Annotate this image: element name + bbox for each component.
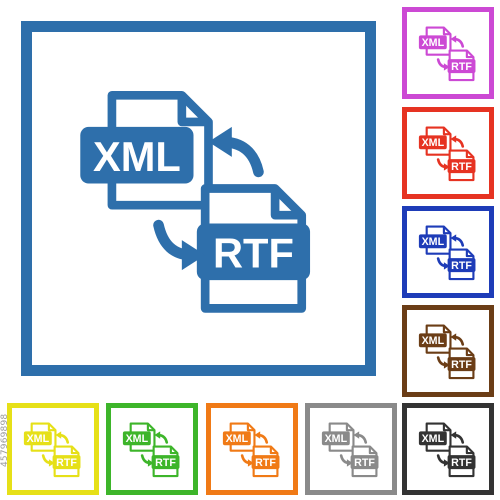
xml-file-label: XML (126, 433, 149, 445)
xml-file-label: XML (422, 335, 445, 347)
xml-to-rtf-conversion-icon: XML RTF (80, 90, 311, 313)
convert-arrow-up-icon (450, 234, 465, 247)
rtf-file-label: RTF (354, 457, 375, 469)
convert-arrow-down-icon (436, 257, 450, 270)
xml-file-icon: XML (418, 225, 452, 255)
xml-file-icon: XML (418, 324, 452, 354)
main-icon-frame: XML RTF (21, 21, 376, 376)
rtf-file-label: RTF (213, 229, 294, 276)
rtf-file-icon: RTF (196, 184, 311, 313)
gray-variant-frame: XML RTF (305, 403, 397, 495)
watermark-image-id: 457969898 (0, 413, 10, 467)
xml-file-icon: XML (418, 126, 452, 156)
xml-file-icon: XML (23, 422, 57, 452)
xml-file-label: XML (226, 433, 249, 445)
rtf-file-icon: RTF (52, 445, 81, 478)
rtf-file-icon: RTF (447, 347, 476, 380)
xml-file-label: XML (325, 433, 348, 445)
xml-file-label: XML (93, 133, 181, 180)
yellow-variant-frame: XML RTF (7, 403, 99, 495)
rtf-file-label: RTF (255, 457, 276, 469)
rtf-file-icon: RTF (151, 445, 180, 478)
red-xml-to-rtf-icon: XML RTF (418, 126, 476, 182)
xml-file-label: XML (27, 433, 50, 445)
blue-variant-frame: XML RTF (402, 206, 494, 298)
black-xml-to-rtf-icon: XML RTF (418, 422, 476, 478)
convert-arrow-down-icon (436, 454, 450, 467)
convert-arrow-down-icon (339, 454, 353, 467)
rtf-file-icon: RTF (447, 49, 476, 82)
xml-file-icon: XML (321, 422, 355, 452)
xml-file-label: XML (422, 433, 445, 445)
convert-arrow-up-icon (208, 126, 264, 178)
green-xml-to-rtf-icon: XML RTF (122, 422, 180, 478)
gray-xml-to-rtf-icon: XML RTF (321, 422, 379, 478)
convert-arrow-down-icon (436, 58, 450, 71)
rtf-file-icon: RTF (350, 445, 379, 478)
convert-arrow-up-icon (154, 431, 169, 444)
xml-file-label: XML (422, 137, 445, 149)
xml-file-icon: XML (418, 26, 452, 56)
convert-arrow-down-icon (436, 158, 450, 171)
xml-file-icon: XML (418, 422, 452, 452)
rtf-file-icon: RTF (251, 445, 280, 478)
xml-file-icon: XML (80, 90, 213, 210)
purple-xml-to-rtf-icon: XML RTF (418, 26, 476, 82)
convert-arrow-up-icon (55, 431, 70, 444)
xml-file-icon: XML (122, 422, 156, 452)
orange-variant-frame: XML RTF (206, 403, 298, 495)
rtf-file-icon: RTF (447, 445, 476, 478)
rtf-file-icon: RTF (447, 149, 476, 182)
blue-xml-to-rtf-icon: XML RTF (418, 225, 476, 281)
convert-arrow-up-icon (353, 431, 368, 444)
convert-arrow-up-icon (450, 135, 465, 148)
rtf-file-label: RTF (451, 61, 472, 73)
convert-arrow-up-icon (450, 35, 465, 48)
rtf-file-label: RTF (451, 359, 472, 371)
green-variant-frame: XML RTF (106, 403, 198, 495)
purple-variant-frame: XML RTF (402, 7, 494, 99)
rtf-file-label: RTF (56, 457, 77, 469)
rtf-file-label: RTF (451, 161, 472, 173)
convert-arrow-up-icon (450, 431, 465, 444)
convert-arrow-down-icon (240, 454, 254, 467)
convert-arrow-up-icon (450, 333, 465, 346)
convert-arrow-down-icon (140, 454, 154, 467)
yellow-xml-to-rtf-icon: XML RTF (23, 422, 81, 478)
xml-file-icon: XML (222, 422, 256, 452)
orange-xml-to-rtf-icon: XML RTF (222, 422, 280, 478)
black-variant-frame: XML RTF (402, 403, 494, 495)
convert-arrow-down-icon (153, 219, 206, 271)
rtf-file-label: RTF (451, 457, 472, 469)
convert-arrow-up-icon (254, 431, 269, 444)
brown-xml-to-rtf-icon: XML RTF (418, 324, 476, 380)
convert-arrow-down-icon (41, 454, 55, 467)
xml-file-label: XML (422, 236, 445, 248)
convert-arrow-down-icon (436, 356, 450, 369)
rtf-file-icon: RTF (447, 248, 476, 281)
xml-file-label: XML (422, 37, 445, 49)
brown-variant-frame: XML RTF (402, 305, 494, 397)
rtf-file-label: RTF (451, 260, 472, 272)
rtf-file-label: RTF (155, 457, 176, 469)
red-variant-frame: XML RTF (402, 107, 494, 199)
